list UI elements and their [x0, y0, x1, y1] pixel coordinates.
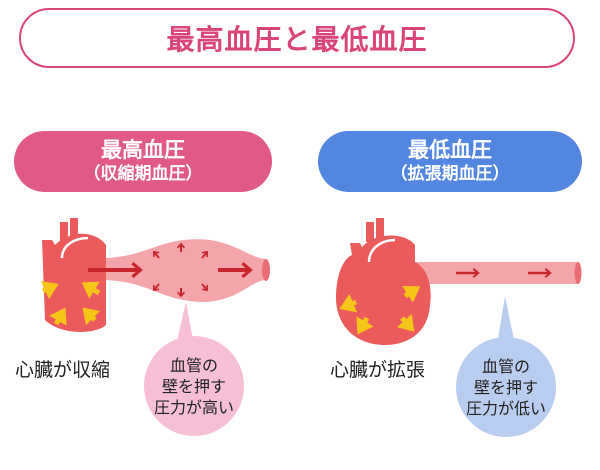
diastolic-subheading: （拡張期血圧）: [390, 163, 510, 184]
diastolic-heading: 最低血圧: [408, 137, 492, 162]
vessel-opening: [574, 262, 582, 284]
systolic-header: 最高血圧 （収縮期血圧）: [14, 131, 272, 192]
bubble-line: 壁を押す: [161, 376, 226, 396]
high-pressure-text: 血管の 壁を押す 圧力が高い: [144, 336, 244, 436]
systolic-heading: 最高血圧: [101, 137, 185, 162]
dilated-vessel: [100, 239, 266, 302]
bubble-line: 圧力が低い: [465, 398, 546, 418]
heart-expand-caption: 心臓が拡張: [330, 359, 426, 381]
expansion-arrows: [339, 285, 421, 335]
normal-vessel: [410, 262, 578, 284]
heart-expanded-icon: [335, 218, 431, 345]
bubble-line: 圧力が高い: [153, 397, 234, 417]
contraction-arrows: [40, 281, 101, 326]
page-title: 最高血圧と最低血圧: [19, 8, 575, 68]
low-pressure-bubble: [456, 296, 556, 437]
high-pressure-bubble: [144, 302, 244, 436]
heart-contracted-icon: [42, 218, 106, 332]
bubble-line: 血管の: [481, 356, 530, 376]
vessel-opening: [262, 259, 270, 281]
low-pressure-text: 血管の 壁を押す 圧力が低い: [456, 337, 556, 437]
heart-contract-caption: 心臓が収縮: [15, 359, 111, 381]
bubble-line: 血管の: [169, 355, 218, 375]
systolic-subheading: （収縮期血圧）: [83, 163, 203, 184]
wall-pressure-arrows: [153, 242, 208, 298]
bubble-line: 壁を押す: [473, 377, 538, 397]
diastolic-header: 最低血圧 （拡張期血圧）: [318, 131, 582, 192]
